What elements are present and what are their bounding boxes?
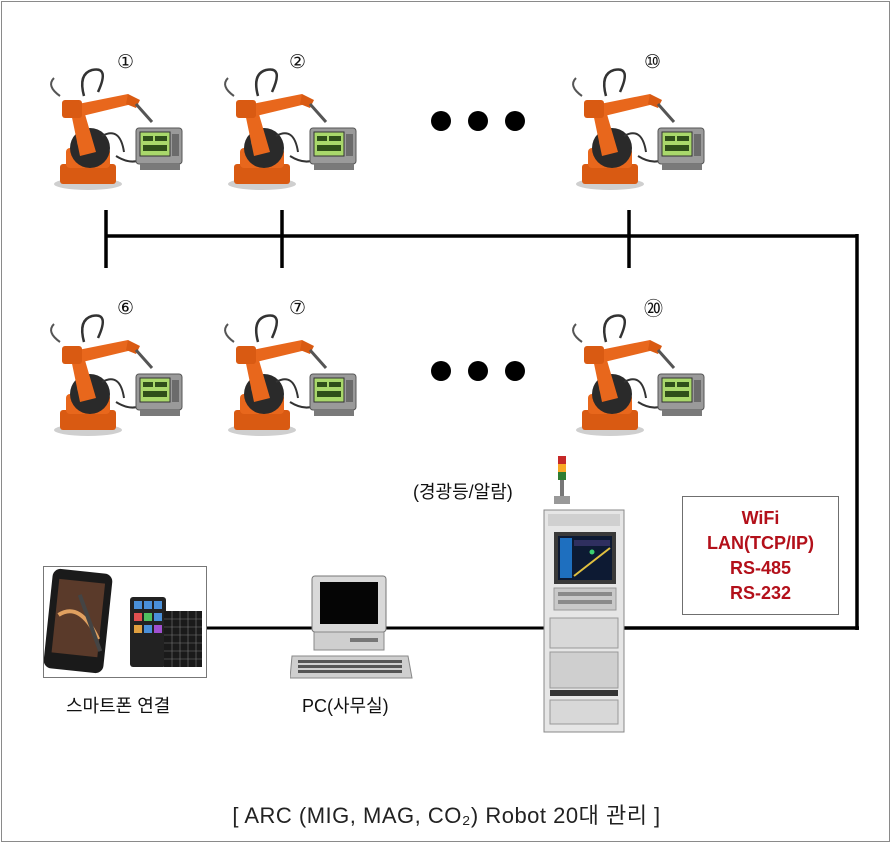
pc-label: PC(사무실) <box>302 696 389 716</box>
smartphone-icon <box>43 568 202 674</box>
welding-robot-2 <box>214 56 364 196</box>
robot-number-10: ⑩ <box>644 51 662 73</box>
protocol-rs485: RS-485 <box>729 557 792 578</box>
smartphone-label: 스마트폰 연결 <box>66 696 171 716</box>
smartphone-panel <box>43 566 207 678</box>
robot-number-6: ⑥ <box>117 297 135 319</box>
tower-light-label: (경광등/알람) <box>413 482 513 502</box>
protocol-wifi: WiFi <box>741 507 780 528</box>
protocol-lan: LAN(TCP/IP) <box>707 532 814 553</box>
robot-number-1: ① <box>117 51 135 73</box>
welding-robot-20 <box>562 302 712 442</box>
robot-number-2: ② <box>289 51 307 73</box>
pc-icon <box>290 575 413 679</box>
welding-robot-10 <box>562 56 712 196</box>
monitoring-controller-cabinet <box>543 456 625 733</box>
network-protocol-box: WiFi LAN(TCP/IP) RS-485 RS-232 <box>682 496 839 615</box>
ellipsis-dots-top <box>431 111 525 131</box>
ellipsis-dots-bottom <box>431 361 525 381</box>
welding-robot-6 <box>40 302 190 442</box>
welding-robot-1 <box>40 56 190 196</box>
diagram-caption: [ ARC (MIG, MAG, CO₂) Robot 20대 관리 ] <box>232 803 661 828</box>
robot-number-7: ⑦ <box>289 297 307 319</box>
signal-tower-icon <box>554 456 570 504</box>
robot-number-20: ⑳ <box>644 298 664 320</box>
welding-robot-7 <box>214 302 364 442</box>
protocol-rs232: RS-232 <box>729 582 792 603</box>
